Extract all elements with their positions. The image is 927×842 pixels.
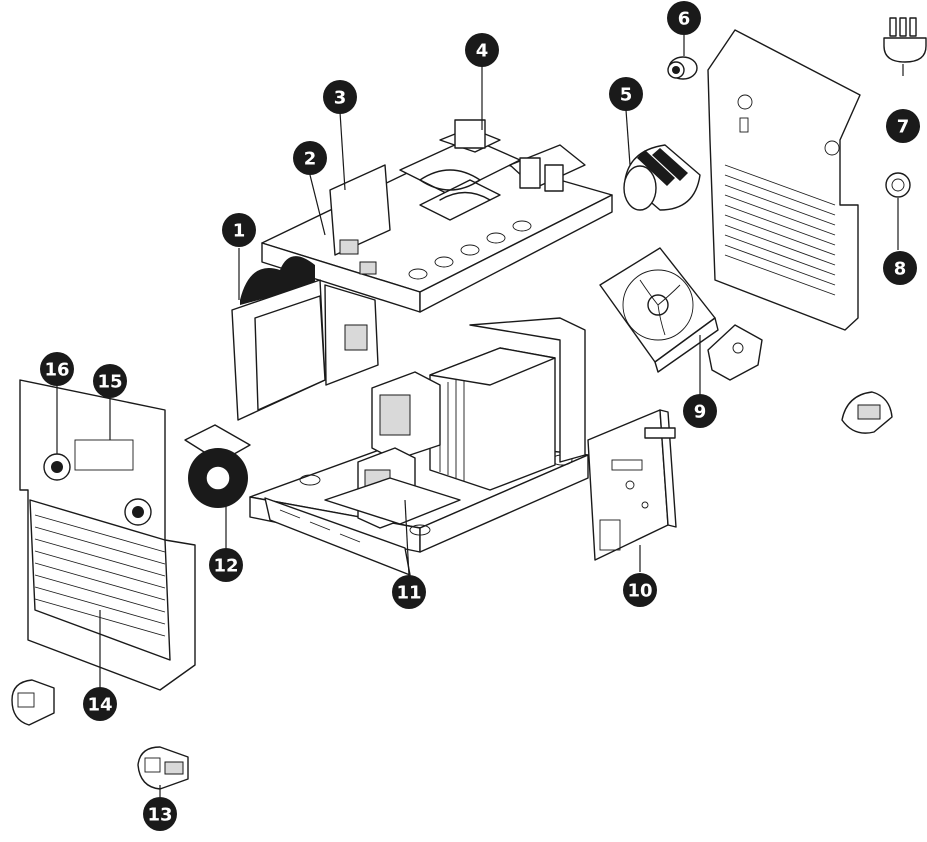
cable-gland-6	[667, 56, 698, 80]
callout-4: 4	[465, 33, 499, 67]
svg-text:7: 7	[897, 117, 910, 138]
callout-1: 1	[222, 213, 256, 247]
svg-text:15: 15	[97, 372, 122, 393]
callout-13: 13	[143, 797, 177, 831]
svg-text:8: 8	[894, 259, 907, 280]
callout-8: 8	[883, 251, 917, 285]
svg-text:13: 13	[147, 805, 172, 826]
callout-3: 3	[323, 80, 357, 114]
callout-badges: 1 2 3 4 5 6 7 8 9 10 11 12 13 14 15 16	[40, 1, 920, 831]
callout-6: 6	[667, 1, 701, 35]
callout-12: 12	[209, 548, 243, 582]
callout-11: 11	[392, 575, 426, 609]
svg-text:6: 6	[678, 9, 691, 30]
control-pcb-10	[587, 409, 677, 572]
callout-15: 15	[93, 364, 127, 398]
base-chassis	[249, 317, 589, 576]
left-pcb-heatsink	[231, 256, 379, 421]
callout-14: 14	[83, 687, 117, 721]
foot-right	[841, 391, 893, 434]
connector-8	[885, 172, 911, 250]
fan-9	[599, 247, 763, 395]
rear-panel	[707, 29, 861, 331]
svg-text:1: 1	[233, 221, 246, 242]
callout-2: 2	[293, 141, 327, 175]
svg-text:4: 4	[476, 41, 489, 62]
foot-13	[137, 746, 189, 797]
top-pcb-tray	[261, 119, 613, 313]
svg-text:14: 14	[87, 695, 112, 716]
svg-text:11: 11	[396, 583, 421, 604]
toroid-5	[623, 144, 701, 211]
leader-lines	[238, 35, 685, 577]
front-panel	[19, 379, 196, 691]
foot-left	[11, 679, 55, 726]
callout-16: 16	[40, 352, 74, 386]
svg-text:16: 16	[44, 360, 69, 381]
inductor-12	[184, 424, 251, 548]
svg-text:12: 12	[213, 556, 238, 577]
callout-7: 7	[886, 109, 920, 143]
svg-text:10: 10	[627, 581, 652, 602]
svg-text:3: 3	[334, 88, 347, 109]
callout-9: 9	[683, 394, 717, 428]
svg-text:9: 9	[694, 402, 707, 423]
callout-10: 10	[623, 573, 657, 607]
svg-text:5: 5	[620, 85, 633, 106]
svg-text:2: 2	[304, 149, 317, 170]
callout-5: 5	[609, 77, 643, 111]
plug-7	[883, 17, 927, 76]
